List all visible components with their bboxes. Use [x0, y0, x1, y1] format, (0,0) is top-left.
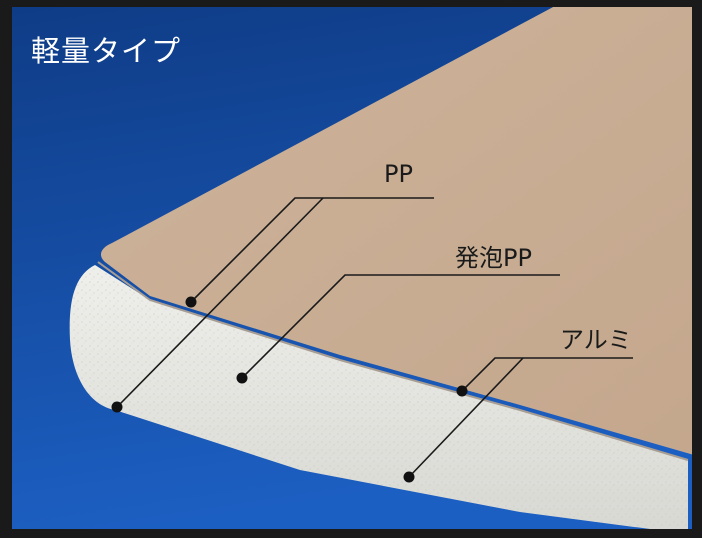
leader-lines: [116, 197, 633, 478]
label-pp: PP: [384, 160, 413, 188]
dot-foam: [236, 372, 248, 384]
label-aluminum: アルミ: [560, 326, 632, 354]
leader-foam: [241, 274, 560, 379]
foam-texture: [69, 265, 688, 534]
leader-pp-bottom: [116, 197, 324, 408]
dot-pp-bottom: [111, 401, 123, 413]
dot-alu-bottom: [403, 471, 415, 483]
label-foam-pp: 発泡PP: [455, 244, 532, 272]
diagram-title: 軽量タイプ: [31, 34, 182, 68]
skin-line: [97, 261, 689, 461]
pp-top-surface: [100, 6, 695, 455]
leader-dots: [111, 296, 468, 483]
leader-alu-top: [461, 357, 633, 392]
dot-pp-top: [185, 296, 197, 308]
dot-alu-top: [456, 385, 468, 397]
leader-pp-top: [190, 197, 434, 303]
leader-alu-bottom: [408, 357, 524, 478]
